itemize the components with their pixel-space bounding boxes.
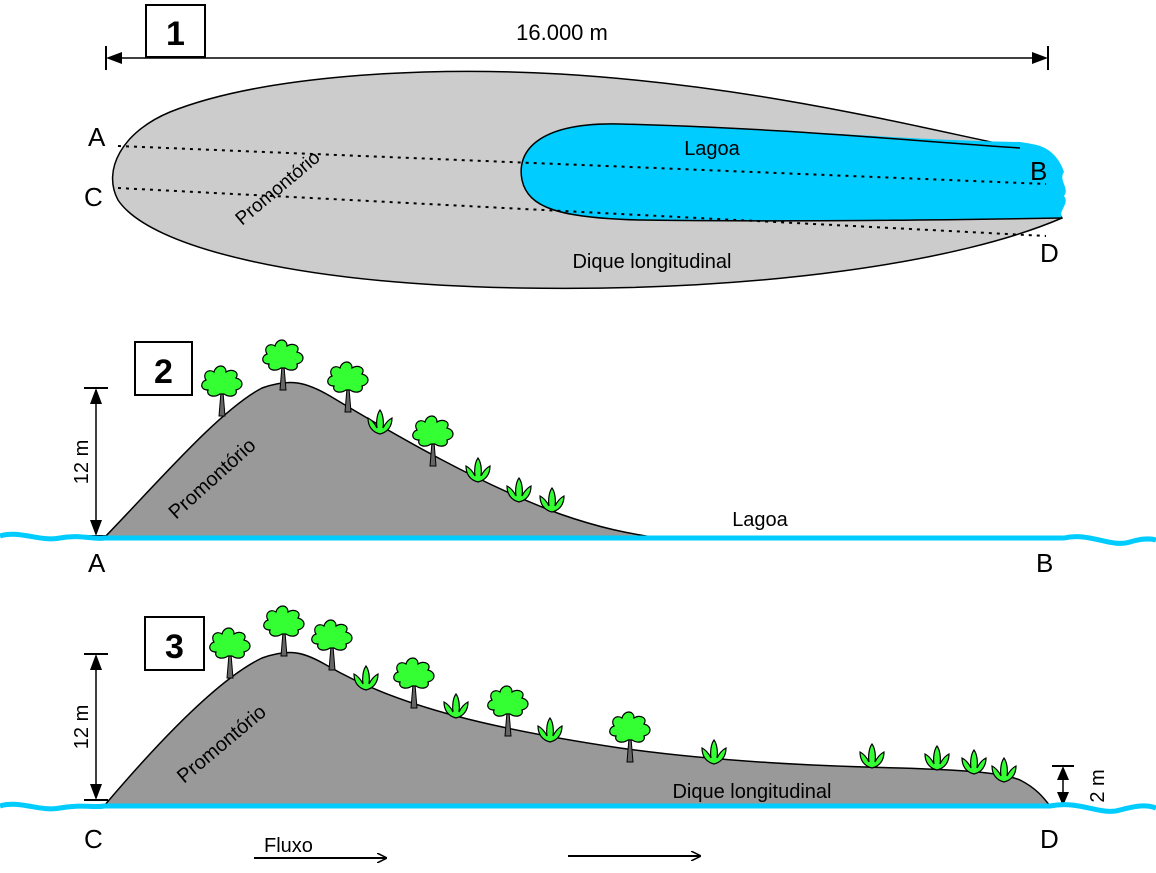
height-dimension-3 [84, 653, 108, 801]
label-lagoa-section: Lagoa [732, 509, 788, 531]
label-point-b: B [1030, 156, 1047, 186]
panel-2-number: 2 [154, 353, 173, 391]
height-label-2: 12 m [71, 440, 93, 484]
shrub-icon [924, 745, 950, 771]
height-label-3: 12 m [71, 705, 93, 749]
panel-1: 1 16.000 m A C B D Promontório Lagoa Diq… [84, 4, 1066, 290]
panel-1-number: 1 [166, 15, 185, 53]
water-line-3 [0, 801, 1156, 814]
label-point-d: D [1040, 238, 1059, 268]
label-point-a-section: A [88, 548, 106, 578]
label-lagoa-plan: Lagoa [684, 138, 740, 160]
label-dique-plan: Dique longitudinal [572, 251, 731, 273]
panel-2: 2 12 m Promontório Lagoa A B [0, 339, 1156, 578]
width-label: 16.000 m [516, 20, 608, 45]
lagoon-plan-shape [521, 123, 1066, 221]
label-point-c-section: C [84, 824, 103, 854]
water-line-2 [0, 531, 1156, 546]
label-point-b-section: B [1036, 548, 1053, 578]
panel-3-number: 3 [165, 628, 184, 666]
label-point-d-section: D [1040, 824, 1059, 854]
small-height-label: 2 m [1087, 769, 1109, 802]
panel-1-number-box [145, 4, 206, 58]
label-point-c: C [84, 182, 103, 212]
panel-2-number-box [134, 341, 193, 396]
width-dimension [105, 46, 1049, 70]
flow-label: Fluxo [264, 835, 313, 857]
tree-icon [263, 605, 305, 657]
small-height-dimension [1052, 765, 1074, 807]
section-line-ab [117, 145, 1047, 185]
shrub-icon [859, 743, 885, 769]
label-dique-section: Dique longitudinal [672, 781, 831, 803]
panel-3: 3 12 m 2 m [0, 605, 1156, 858]
section-line-cd [117, 187, 1047, 237]
label-point-a: A [88, 122, 106, 152]
lagoon-shoreline [520, 123, 1063, 222]
panel-3-number-box [144, 616, 205, 671]
